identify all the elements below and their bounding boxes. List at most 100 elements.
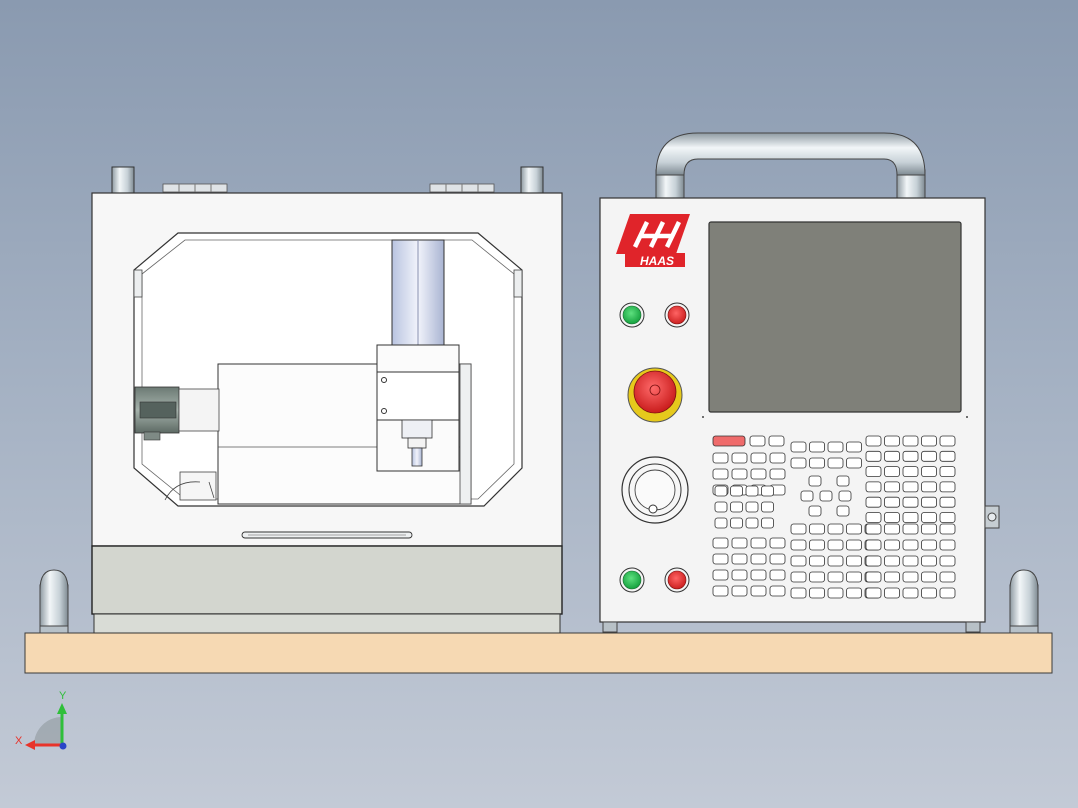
keypad-key[interactable] (884, 555, 900, 567)
keypad-key[interactable] (846, 571, 862, 583)
keypad-key[interactable] (750, 537, 767, 549)
keypad-key[interactable] (712, 585, 729, 597)
keypad-key[interactable] (827, 539, 844, 551)
keypad-key[interactable] (865, 555, 882, 567)
keypad-key[interactable] (714, 517, 728, 529)
keypad-key[interactable] (714, 485, 728, 497)
keypad-key[interactable] (800, 490, 814, 502)
keypad-key[interactable] (884, 587, 900, 599)
keypad-key[interactable] (745, 501, 759, 513)
keypad-key[interactable] (790, 523, 807, 535)
keypad-key[interactable] (884, 512, 900, 523)
keypad-key[interactable] (768, 435, 785, 447)
keypad-key[interactable] (902, 435, 919, 447)
keypad-key[interactable] (819, 490, 833, 502)
keypad-key[interactable] (712, 452, 729, 464)
keypad-key[interactable] (769, 585, 786, 597)
right-post[interactable] (1009, 569, 1039, 634)
keypad-key[interactable] (769, 537, 786, 549)
keypad-key[interactable] (939, 481, 956, 493)
keypad-key[interactable] (902, 512, 919, 523)
keypad-key[interactable] (790, 587, 807, 599)
keypad-key[interactable] (884, 481, 900, 493)
keypad-key[interactable] (827, 555, 844, 567)
keypad-key[interactable] (731, 553, 748, 565)
keypad-key[interactable] (902, 587, 919, 599)
keypad-key[interactable] (921, 435, 937, 447)
keypad-key[interactable] (745, 485, 759, 497)
keypad-key[interactable] (865, 466, 882, 478)
keypad-key[interactable] (809, 539, 825, 551)
keypad-key[interactable] (790, 441, 807, 453)
carry-handle[interactable] (655, 132, 926, 199)
keypad-key[interactable] (809, 555, 825, 567)
keypad-key[interactable] (902, 571, 919, 583)
keypad-key[interactable] (902, 539, 919, 551)
keypad-key[interactable] (790, 539, 807, 551)
keypad-key[interactable] (836, 505, 850, 517)
reset-key[interactable] (712, 435, 746, 447)
keypad-key[interactable] (761, 485, 774, 497)
keypad-key[interactable] (808, 475, 822, 487)
keypad-key[interactable] (939, 466, 956, 478)
keypad-key[interactable] (939, 523, 956, 535)
keypad-key[interactable] (769, 452, 786, 464)
keypad-key[interactable] (846, 441, 862, 453)
keypad-key[interactable] (769, 553, 786, 565)
keypad-key[interactable] (939, 496, 956, 508)
keypad-key[interactable] (939, 587, 956, 599)
keypad-key[interactable] (939, 555, 956, 567)
keypad-key[interactable] (750, 553, 767, 565)
keypad-key[interactable] (750, 468, 767, 480)
keypad-key[interactable] (921, 481, 937, 493)
keypad-key[interactable] (809, 441, 825, 453)
keypad-key[interactable] (730, 485, 743, 497)
keypad-key[interactable] (712, 468, 729, 480)
keypad-key[interactable] (902, 496, 919, 508)
jog-wheel[interactable] (621, 456, 689, 524)
keypad-key[interactable] (902, 481, 919, 493)
keypad-key[interactable] (731, 585, 748, 597)
keypad-key[interactable] (865, 539, 882, 551)
keypad-key[interactable] (846, 539, 862, 551)
keypad-key[interactable] (809, 587, 825, 599)
keypad-key[interactable] (836, 475, 850, 487)
keypad-key[interactable] (865, 496, 882, 508)
keypad-key[interactable] (902, 450, 919, 462)
keypad-key[interactable] (902, 523, 919, 535)
keypad-key[interactable] (749, 435, 766, 447)
keypad-key[interactable] (865, 571, 882, 583)
keypad-key[interactable] (790, 571, 807, 583)
feed-hold-button[interactable] (664, 567, 690, 593)
keypad-key[interactable] (714, 501, 728, 513)
keypad-key[interactable] (769, 569, 786, 581)
power-off-button[interactable] (664, 302, 690, 328)
cycle-start-button[interactable] (619, 567, 645, 593)
keypad-key[interactable] (884, 539, 900, 551)
keypad-key[interactable] (921, 523, 937, 535)
keypad-key[interactable] (838, 490, 852, 502)
keypad-key[interactable] (902, 555, 919, 567)
keypad-key[interactable] (939, 435, 956, 447)
keypad-key[interactable] (884, 450, 900, 462)
keypad-key[interactable] (712, 537, 729, 549)
power-on-button[interactable] (619, 302, 645, 328)
keypad-key[interactable] (790, 457, 807, 469)
keypad-key[interactable] (750, 569, 767, 581)
display-screen[interactable] (702, 221, 968, 418)
keypad-key[interactable] (939, 571, 956, 583)
keypad-key[interactable] (921, 587, 937, 599)
keypad-key[interactable] (790, 555, 807, 567)
keypad-key[interactable] (750, 452, 767, 464)
keypad-key[interactable] (827, 457, 844, 469)
keypad-key[interactable] (846, 587, 862, 599)
keypad-key[interactable] (921, 450, 937, 462)
keypad-key[interactable] (730, 517, 743, 529)
keypad-key[interactable] (731, 569, 748, 581)
keypad-key[interactable] (731, 468, 748, 480)
keypad-key[interactable] (761, 501, 774, 513)
keypad-key[interactable] (865, 435, 882, 447)
left-post[interactable] (39, 569, 69, 634)
keypad-key[interactable] (865, 512, 882, 523)
